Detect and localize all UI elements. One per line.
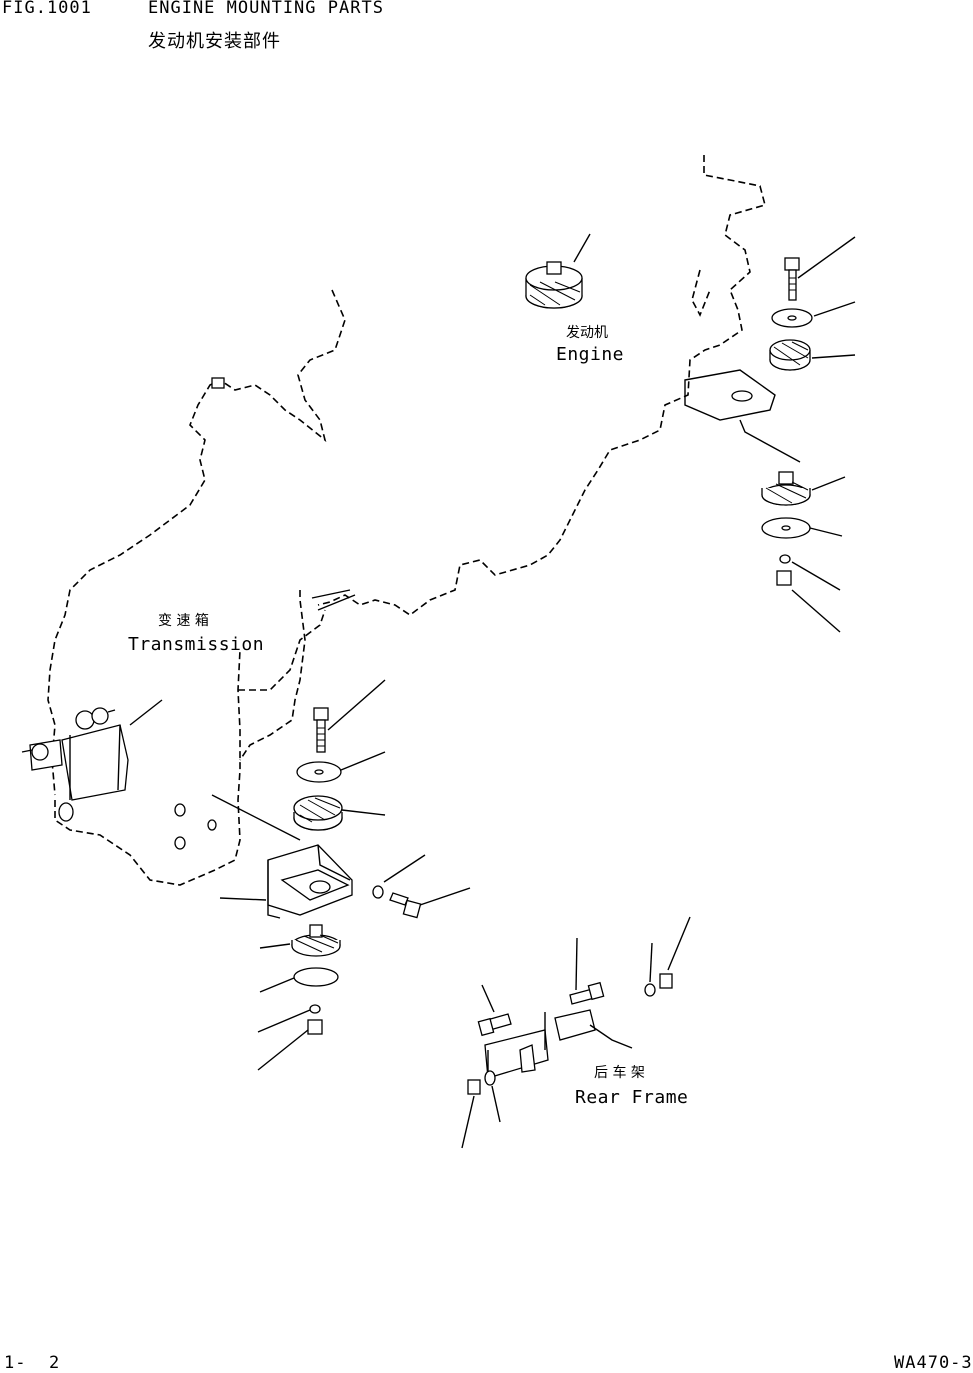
transmission-side-bracket [21,699,163,822]
rear-frame-bracket [461,916,691,1149]
engine-label-chinese: 发动机 [566,325,608,341]
engine-outline [317,155,801,616]
figure-title-chinese: 发动机安装部件 [148,31,281,52]
right-mount-stack [761,236,856,633]
engine-label: Engine [556,344,625,365]
model-code: WA470-3 [894,1353,973,1373]
page-number: 1- 2 [4,1353,61,1373]
transmission-label-chinese: 变 速 箱 [158,613,209,629]
transmission-outline [47,289,356,886]
figure-title: ENGINE MOUNTING PARTS [148,0,384,18]
engine-mount-top-cushion [525,233,591,309]
rear-frame-label: Rear Frame [575,1087,689,1108]
rear-mount-stack [219,679,471,1071]
figure-number: FIG.1001 [2,0,92,18]
rear-frame-label-chinese: 后 车 架 [594,1065,645,1081]
transmission-case-bolts [174,794,301,850]
transmission-label: Transmission [128,634,265,655]
